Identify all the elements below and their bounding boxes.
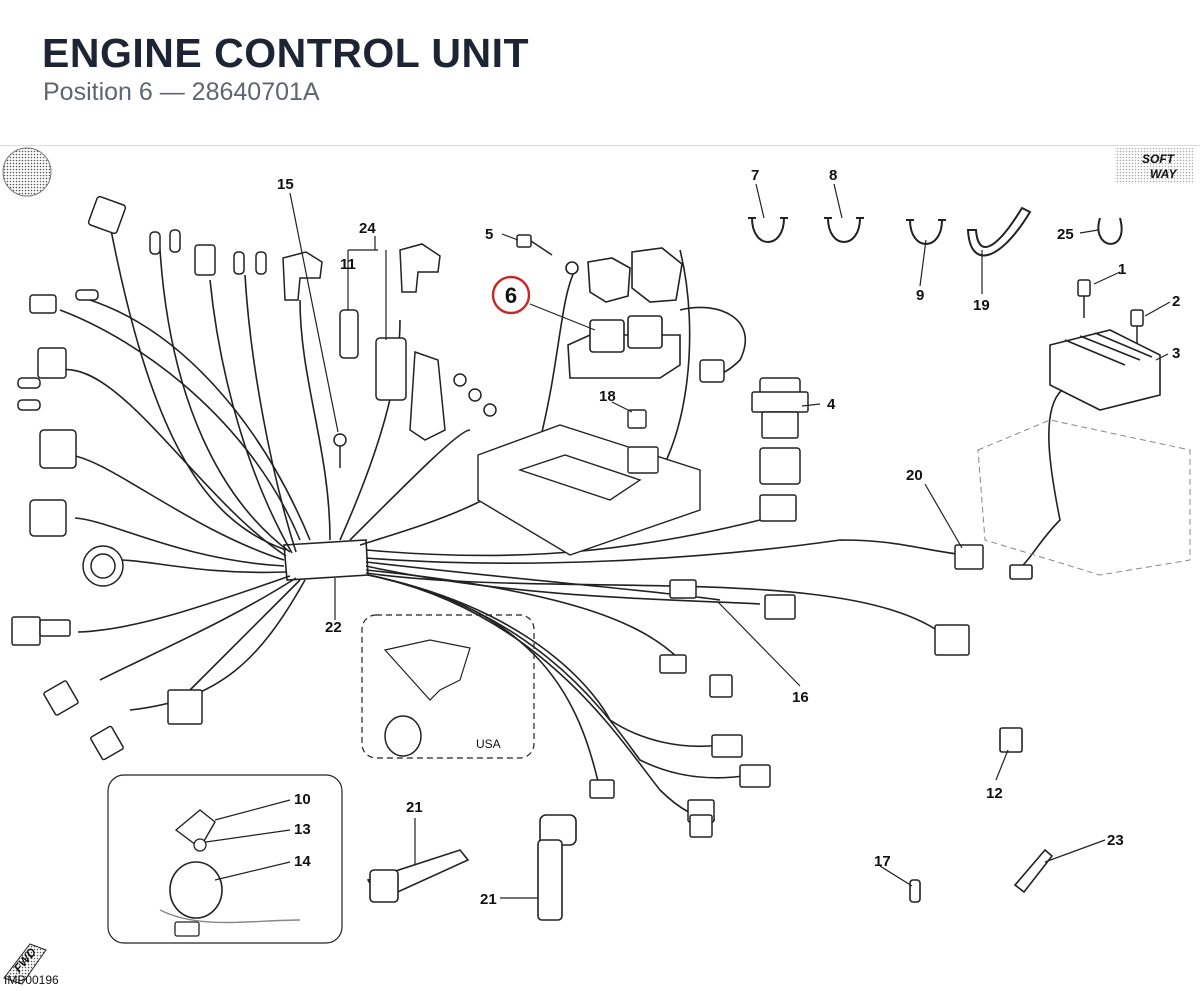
part-label-4: 4 xyxy=(827,396,836,413)
part-label-22: 22 xyxy=(325,619,342,636)
softway-logo-bottom: WAY xyxy=(1150,167,1177,181)
voltage-regulator xyxy=(1009,329,1161,580)
part-label-10: 10 xyxy=(294,791,311,808)
battery-box xyxy=(977,419,1191,576)
usa-inset-label: USA xyxy=(476,737,501,751)
part-label-2: 2 xyxy=(1172,293,1180,310)
part-label-24: 24 xyxy=(359,220,376,237)
part-label-18: 18 xyxy=(599,388,616,405)
drawing-code: IMP00196 xyxy=(4,973,59,987)
horn-inset xyxy=(107,774,343,944)
part-label-21-top: 21 xyxy=(406,799,423,816)
part-label-20: 20 xyxy=(906,467,923,484)
fuse-box xyxy=(589,359,984,838)
part-label-16: 16 xyxy=(792,689,809,706)
part-label-3: 3 xyxy=(1172,345,1180,362)
wiring-harness xyxy=(59,224,966,821)
leader-lines xyxy=(205,183,1171,899)
part-label-7: 7 xyxy=(751,167,759,184)
screws xyxy=(333,234,1144,468)
upper-connectors xyxy=(282,243,497,441)
page-header: ENGINE CONTROL UNIT Position 6 — 2864070… xyxy=(0,0,1200,146)
highlighted-part-6[interactable]: 6 xyxy=(491,275,531,315)
part-labels: 1 2 3 4 5 6 7 8 9 10 11 12 13 14 15 16 1… xyxy=(277,167,1180,908)
page-subtitle: Position 6 — 28640701A xyxy=(43,78,320,106)
part-label-17: 17 xyxy=(874,853,891,870)
part-label-14: 14 xyxy=(294,853,311,870)
part-label-13: 13 xyxy=(294,821,311,838)
softway-logo: SOFT WAY xyxy=(1115,148,1193,184)
ignition-coils xyxy=(366,727,1054,921)
part-label-1: 1 xyxy=(1118,261,1126,278)
part-label-21-bottom: 21 xyxy=(480,891,497,908)
fwd-arrow-icon: FWD xyxy=(3,943,47,985)
part-label-25: 25 xyxy=(1057,226,1074,243)
part-label-12: 12 xyxy=(986,785,1003,802)
softway-logo-top: SOFT xyxy=(1142,152,1176,166)
usa-inset: USA xyxy=(361,614,535,759)
part-label-15: 15 xyxy=(277,176,294,193)
part-label-23: 23 xyxy=(1107,832,1124,849)
left-connectors xyxy=(11,195,267,761)
part-label-5: 5 xyxy=(485,226,493,243)
header-divider xyxy=(0,145,1200,146)
ecu-tray xyxy=(477,409,701,556)
part-label-11: 11 xyxy=(340,256,356,273)
hatch-logo xyxy=(2,147,52,197)
part-label-8: 8 xyxy=(829,167,837,184)
page-title: ENGINE CONTROL UNIT xyxy=(42,30,530,76)
clamps xyxy=(748,206,1123,257)
part-label-6: 6 xyxy=(505,283,517,308)
ecu-unit xyxy=(565,247,683,379)
part-label-9: 9 xyxy=(916,287,924,304)
part-label-19: 19 xyxy=(973,297,990,314)
